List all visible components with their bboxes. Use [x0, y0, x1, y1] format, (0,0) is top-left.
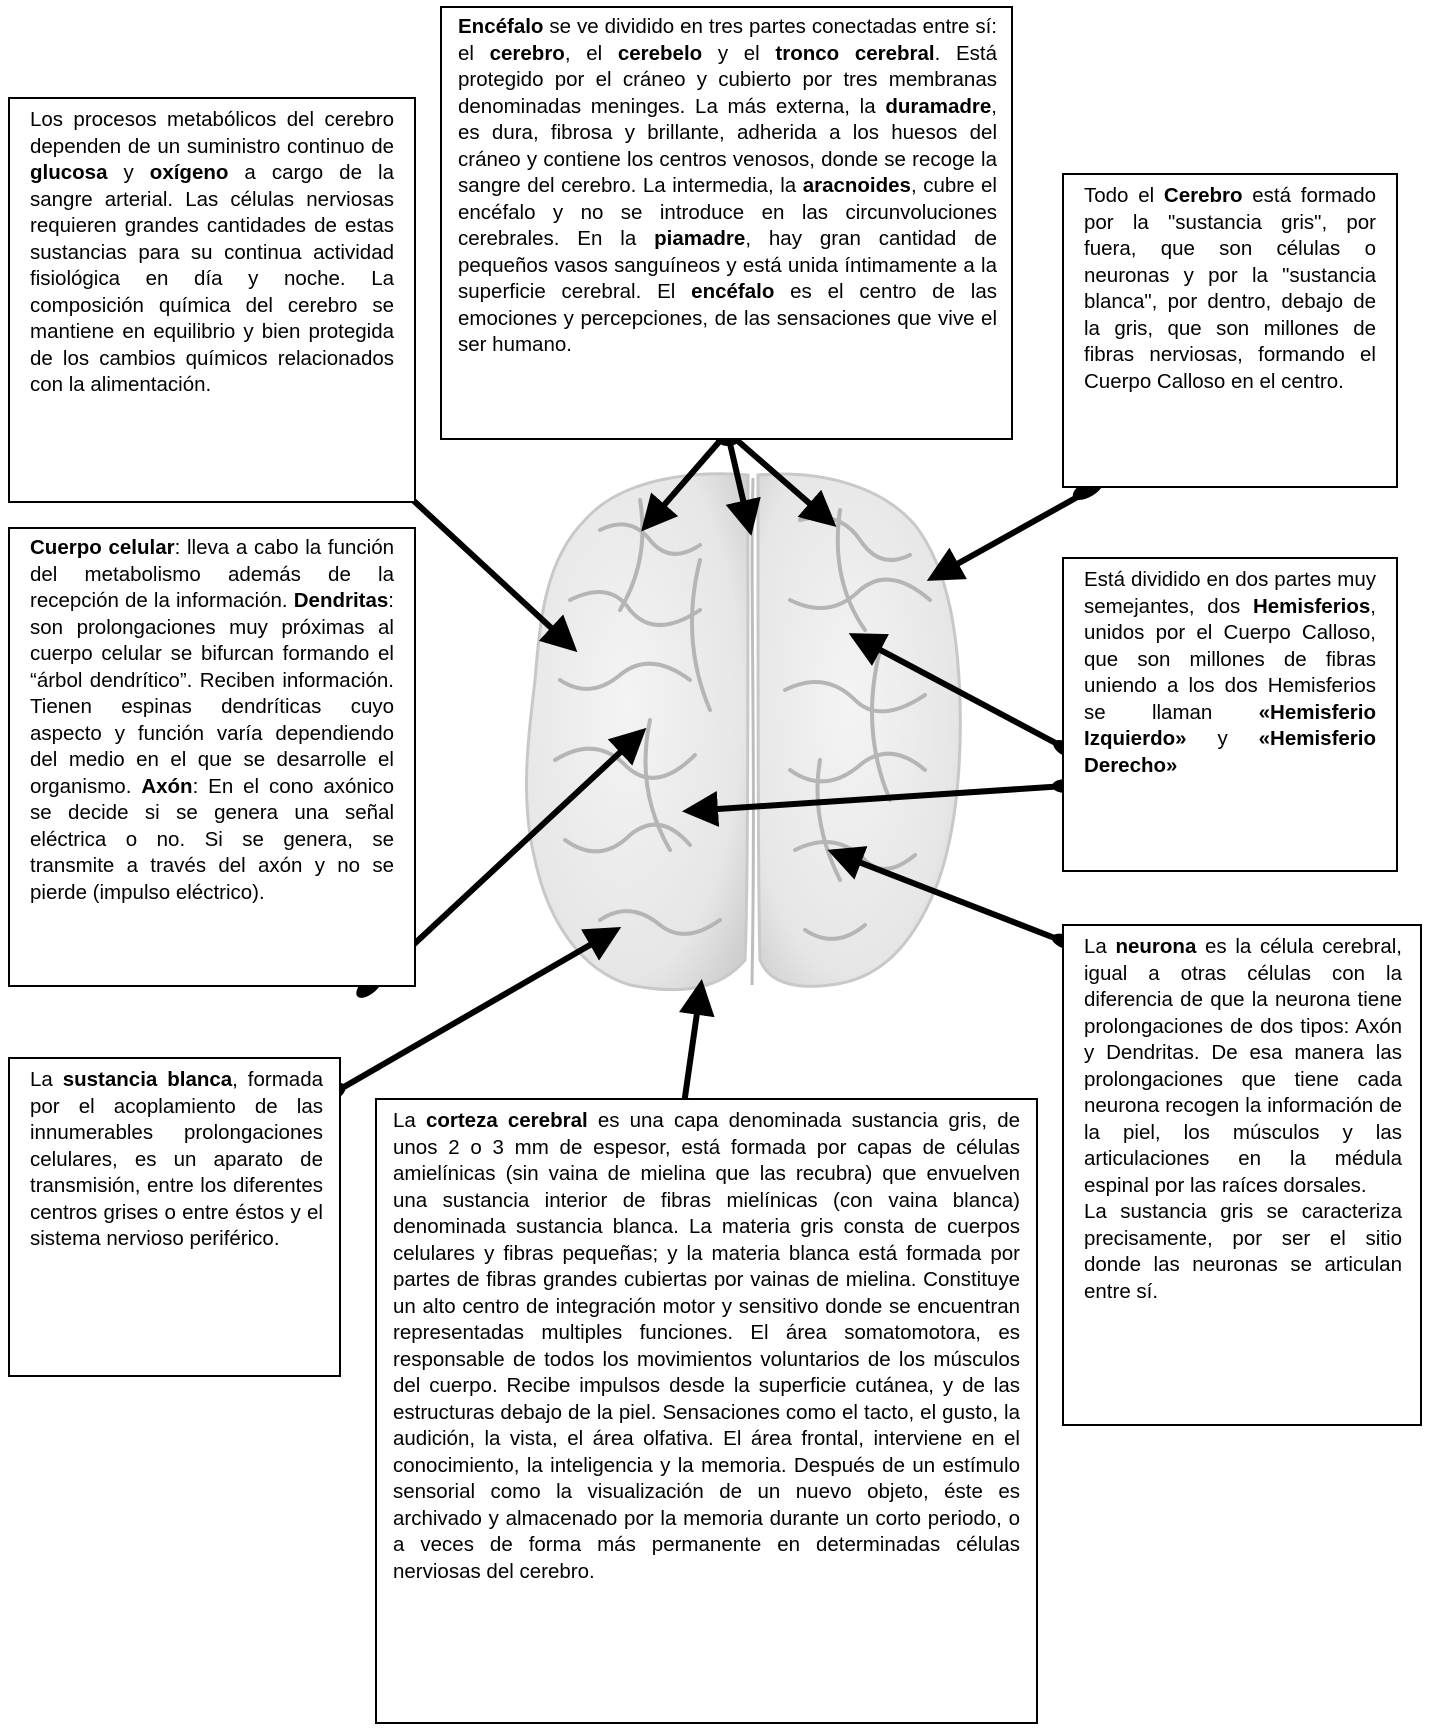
bold-term: glucosa	[30, 161, 108, 184]
bold-term: Encéfalo	[458, 15, 544, 38]
text-run: está formado por la "sustancia gris", po…	[1084, 184, 1376, 393]
text-run: Todo el	[1084, 184, 1164, 207]
text-run: Está dividido en dos partes muy semejant…	[1084, 568, 1376, 618]
text-run: , unidos por el Cuerpo Calloso, que son …	[1084, 594, 1376, 724]
text-run: y el	[702, 41, 776, 65]
box-text: La sustancia blanca, formada por el acop…	[30, 1067, 323, 1253]
bold-term: aracnoides	[802, 174, 911, 197]
text-run: , es dura, fibrosa y brillante, adherida…	[458, 94, 997, 198]
box-encephalon: Encéfalo se ve dividido en tres partes c…	[440, 6, 1013, 440]
bold-term: sustancia blanca	[62, 1068, 233, 1091]
text-run: La sustancia gris se caracteriza precisa…	[1084, 1200, 1402, 1303]
box-text: Los procesos metabólicos del cerebro dep…	[30, 107, 394, 399]
text-run: : son prolongaciones muy próximas al cue…	[30, 589, 394, 798]
text-run: y	[107, 161, 150, 184]
box-text: Encéfalo se ve dividido en tres partes c…	[458, 14, 997, 359]
box-cerebrum: Todo el Cerebro está formado por la "sus…	[1062, 173, 1398, 488]
text-run: : lleva a cabo la función del metabolism…	[30, 536, 394, 612]
box-text: Está dividido en dos partes muy semejant…	[1084, 567, 1376, 779]
longitudinal-fissure	[750, 477, 755, 986]
bold-term: Hemisferios	[1252, 594, 1371, 618]
text-run: , hay gran cantidad de pequeños vasos sa…	[458, 227, 998, 303]
bold-term: «Hemisferio Izquierdo»	[1084, 700, 1376, 751]
text-run: : En el cono axónico se decide si se gen…	[30, 774, 394, 904]
box-cortex: La corteza cerebral es una capa denomina…	[375, 1098, 1038, 1724]
text-run: a cargo de la sangre arterial. Las célul…	[30, 161, 394, 396]
bold-term: oxígeno	[149, 161, 229, 184]
box-text: Todo el Cerebro está formado por la "sus…	[1084, 183, 1376, 395]
text-run: y	[1186, 727, 1259, 750]
text-run: . Está protegido por el cráneo y cubiert…	[458, 41, 997, 118]
bold-term: Axón	[141, 774, 193, 798]
text-run: es la célula cerebral, igual a otras cél…	[1084, 935, 1402, 1197]
bold-term: duramadre	[885, 94, 992, 118]
text-run: es el centro de las emociones y percepci…	[458, 280, 997, 356]
text-run: , el	[564, 41, 618, 65]
bold-term: cerebelo	[617, 41, 703, 65]
text-run: Los procesos metabólicos del cerebro dep…	[30, 108, 394, 158]
bold-term: cerebro	[489, 41, 565, 65]
text-run: La	[393, 1109, 426, 1132]
text-run: La	[30, 1068, 63, 1091]
bold-term: Dendritas	[293, 589, 389, 612]
bold-term: piamadre	[654, 227, 746, 250]
bold-term: encéfalo	[691, 280, 775, 303]
box-text: La neurona es la célula cerebral, igual …	[1084, 934, 1402, 1305]
text-run: La	[1084, 935, 1116, 958]
text-run: se ve dividido en tres partes conectadas…	[458, 15, 997, 65]
right-hemisphere	[756, 472, 962, 988]
text-run: , formada por el acoplamiento de las inn…	[30, 1068, 323, 1250]
box-cell-body: Cuerpo celular: lleva a cabo la función …	[8, 527, 416, 987]
box-metabolism: Los procesos metabólicos del cerebro dep…	[8, 97, 416, 503]
bold-term: «Hemisferio Derecho»	[1084, 727, 1376, 777]
box-text: Cuerpo celular: lleva a cabo la función …	[30, 535, 394, 906]
box-white-matter: La sustancia blanca, formada por el acop…	[8, 1057, 341, 1377]
bold-term: tronco cerebral	[775, 41, 935, 65]
text-run: , cubre el encéfalo y no se introduce en…	[458, 174, 997, 250]
bold-term: neurona	[1115, 935, 1197, 958]
box-neuron: La neurona es la célula cerebral, igual …	[1062, 924, 1422, 1426]
box-text: La corteza cerebral es una capa denomina…	[393, 1108, 1020, 1585]
box-hemispheres: Está dividido en dos partes muy semejant…	[1062, 557, 1398, 872]
bold-term: Cerebro	[1163, 184, 1243, 207]
bold-term: corteza cerebral	[425, 1109, 588, 1132]
text-run: es una capa denominada sustancia gris, d…	[393, 1109, 1020, 1583]
bold-term: Cuerpo celular	[30, 536, 175, 559]
